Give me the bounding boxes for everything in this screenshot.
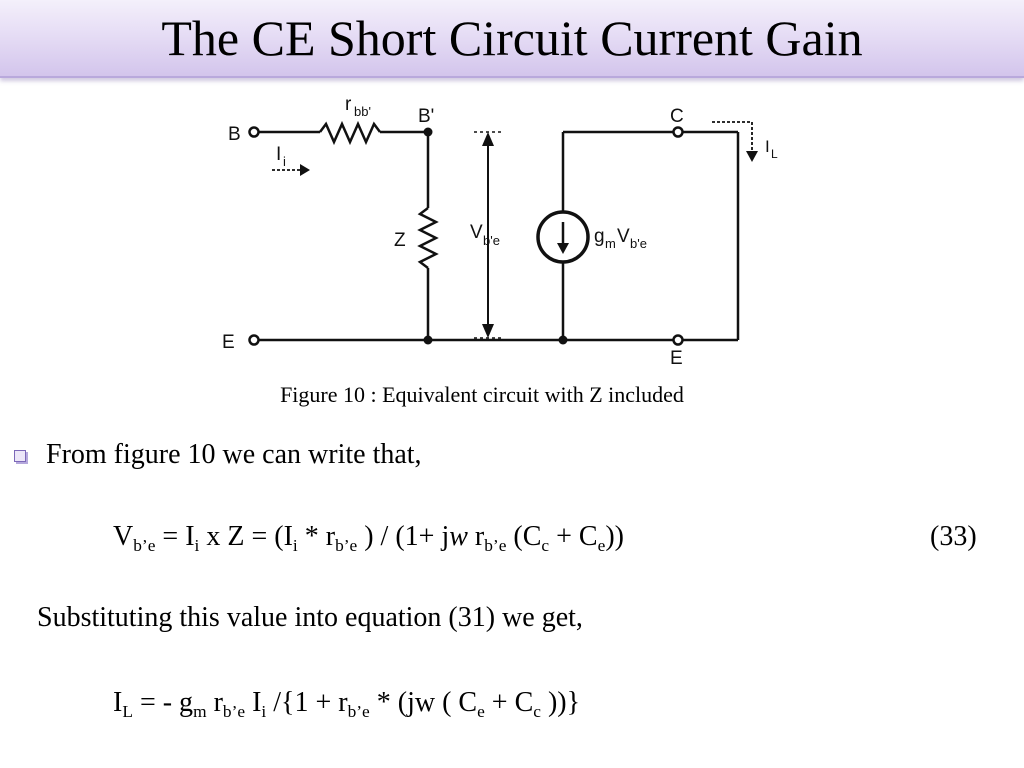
label-e-right: E — [670, 348, 683, 369]
equation-33: Vb’e = Ii x Z = (Ii * rb’e ) / (1+ jw rb… — [113, 521, 624, 556]
junction-z-bottom — [423, 335, 433, 345]
label-r-sub: bb' — [354, 104, 371, 119]
bullet-text: From figure 10 we can write that, — [46, 439, 422, 470]
current-source — [536, 210, 590, 264]
terminal-e-left — [248, 334, 260, 346]
label-ii-sub: i — [283, 154, 286, 169]
substituting-text: Substituting this value into equation (3… — [37, 602, 583, 633]
label-gm-v-sub: b'e — [630, 236, 647, 251]
equation-il: IL = - gm rb’e Ii /{1 + rb’e * (jw ( Ce … — [113, 687, 581, 722]
terminal-c — [672, 126, 684, 138]
label-gm-g: g — [594, 226, 605, 247]
equation-number-33: (33) — [930, 521, 977, 552]
junction-bprime — [423, 127, 433, 137]
vbe-arrow-down — [482, 324, 494, 338]
label-r: r — [345, 94, 352, 115]
label-v-sub: b'e — [483, 233, 500, 248]
bullet-icon — [14, 450, 26, 462]
il-arrowhead — [746, 151, 758, 162]
label-il-sub: L — [771, 147, 778, 161]
label-z: Z — [394, 230, 406, 251]
figure-caption: Figure 10 : Equivalent circuit with Z in… — [280, 382, 684, 407]
label-b-prime: B' — [418, 106, 434, 127]
resistor-rbb — [319, 120, 381, 146]
label-gm-sub: m — [605, 236, 616, 251]
il-arrow-line — [712, 121, 753, 152]
label-il: I — [765, 137, 770, 156]
source-arrowhead — [557, 243, 569, 254]
vbe-arrow-up — [482, 132, 494, 146]
label-gm-v: V — [617, 226, 630, 247]
ii-arrowhead — [300, 164, 310, 176]
label-ii: I — [276, 144, 281, 165]
junction-cs-bottom — [558, 335, 568, 345]
resistor-z — [417, 207, 439, 269]
slide-title: The CE Short Circuit Current Gain — [161, 10, 863, 66]
circuit-diagram: B r bb' B' C I i I L Z V b'e g m V b'e E… — [222, 94, 778, 369]
terminal-b — [248, 126, 260, 138]
label-c: C — [670, 106, 684, 127]
label-e-left: E — [222, 332, 235, 353]
label-v: V — [470, 222, 483, 243]
title-bar: The CE Short Circuit Current Gain — [0, 0, 1024, 78]
label-b: B — [228, 124, 241, 145]
terminal-e-right — [672, 334, 684, 346]
